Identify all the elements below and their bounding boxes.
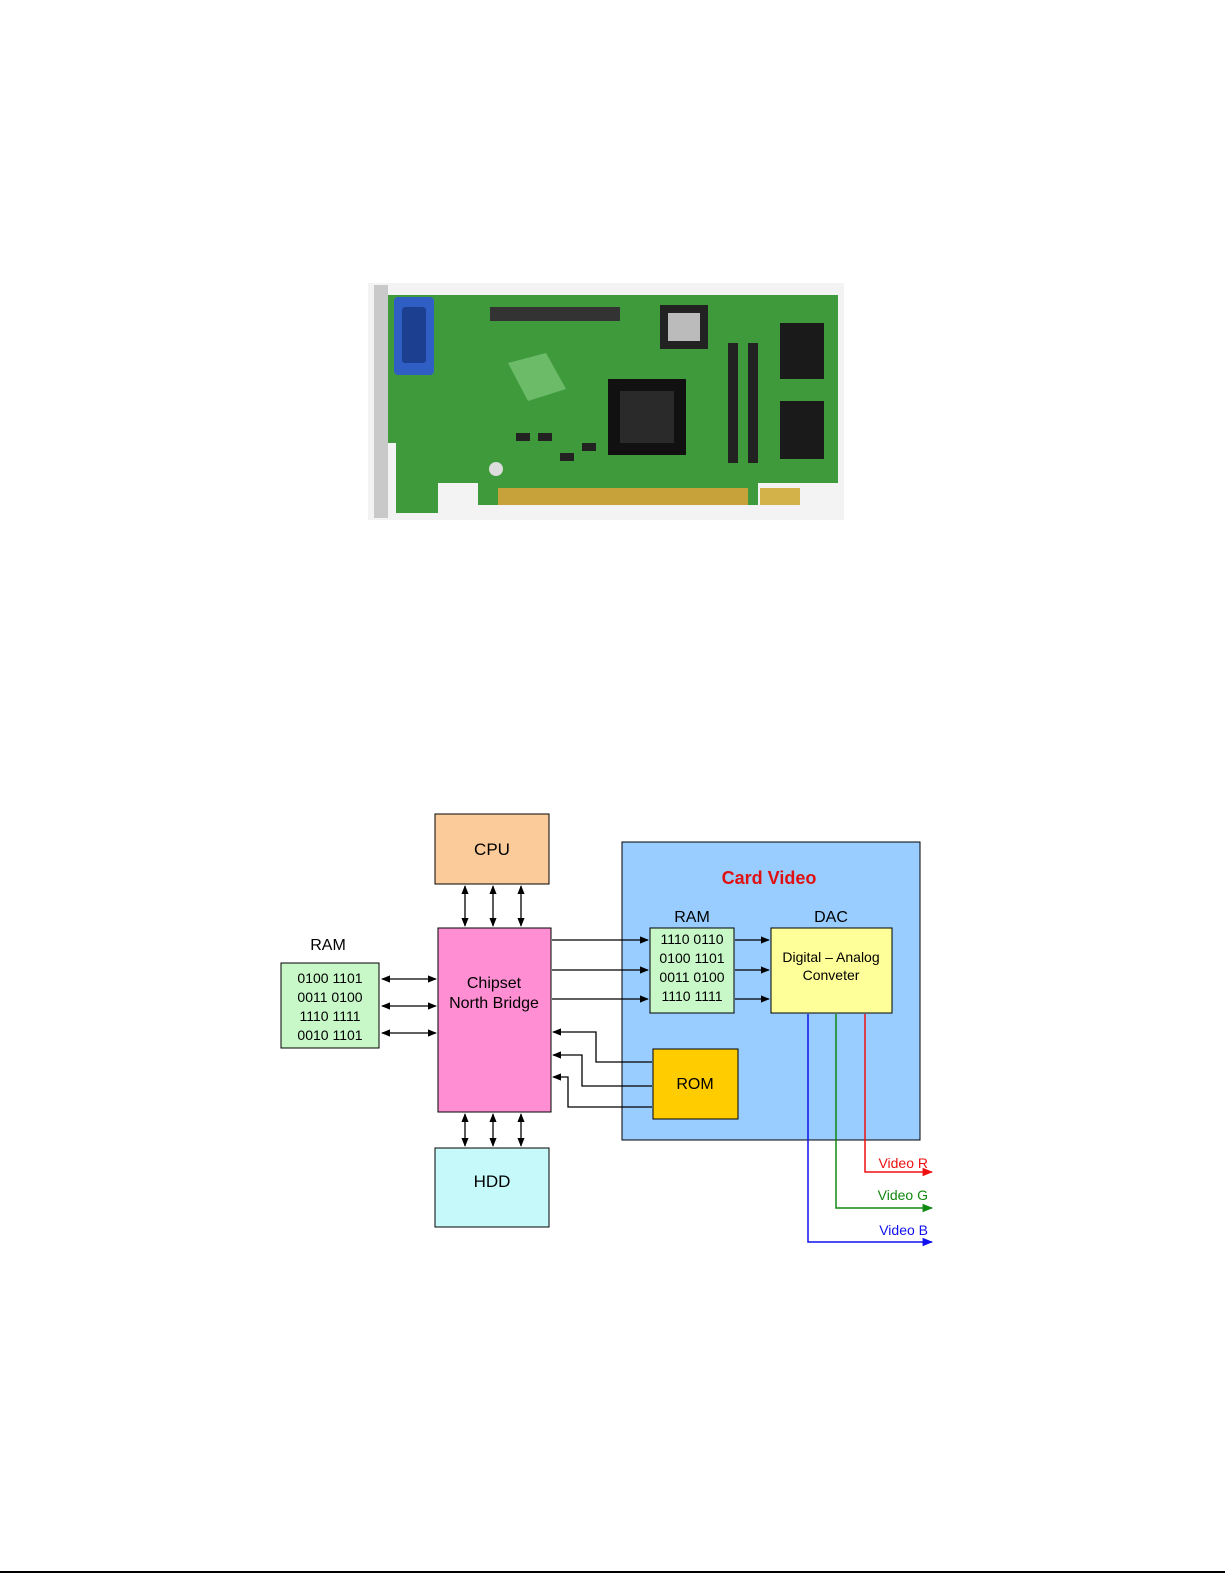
card-ram-title: RAM: [674, 909, 710, 926]
video-r-label: Video R: [878, 1155, 928, 1171]
system-ram-row: 0100 1101: [297, 970, 362, 986]
chipset-label-line1: Chipset: [467, 975, 522, 992]
footer-rule: [0, 1571, 1225, 1573]
rom-label: ROM: [676, 1076, 713, 1093]
dac-title: DAC: [814, 909, 848, 926]
video-g-label: Video G: [878, 1187, 928, 1203]
system-ram-row: 0010 1101: [297, 1027, 362, 1043]
video-b-label: Video B: [879, 1222, 928, 1238]
cpu-label: CPU: [474, 840, 510, 859]
card-ram-row: 1110 0110: [660, 931, 723, 947]
dac-label-line2: Conveter: [803, 967, 860, 983]
chipset-box: [438, 928, 551, 1112]
card-ram-row: 0100 1101: [659, 950, 724, 966]
card-bracket: [374, 285, 388, 518]
card-video-title: Card Video: [722, 868, 817, 888]
card-ram-row: 0011 0100: [659, 969, 724, 985]
system-ram-title: RAM: [310, 937, 346, 954]
memory-chip-1: [780, 323, 824, 379]
graphics-card-photo: [368, 283, 844, 520]
system-ram-row: 1110 1111: [300, 1008, 361, 1024]
chipset-label-line2: North Bridge: [449, 995, 539, 1012]
memory-chip-2: [780, 401, 824, 459]
system-ram-row: 0011 0100: [297, 989, 362, 1005]
dac-label-line1: Digital – Analog: [782, 949, 879, 965]
video-card-block-diagram: Card Video CPU Chipset North Bridge HDD: [0, 790, 1225, 1290]
hdd-label: HDD: [474, 1172, 511, 1191]
agp-gold-fingers: [498, 488, 748, 505]
card-ram-row: 1110 1111: [662, 988, 723, 1004]
